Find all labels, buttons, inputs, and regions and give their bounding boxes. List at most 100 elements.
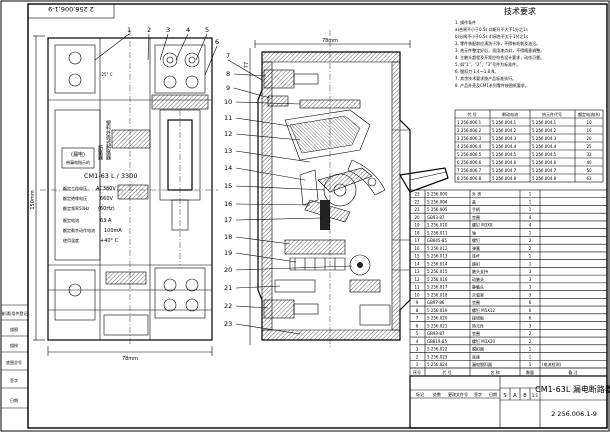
model-label: CM1-63 L / 3300 [84, 172, 137, 180]
bom-cell: 5 256.022 [427, 347, 448, 352]
spec-table-header: 热元件代号 [542, 111, 562, 117]
bom-cell: 1 [529, 230, 532, 235]
spec-table-header: 瞬动电流 [502, 111, 518, 117]
bom-cell: 5 256.018 [427, 292, 448, 297]
spec-table-cell: 5 256.006.5 [457, 152, 482, 157]
callout-number: 7 [226, 52, 230, 60]
bom-cell: 5 256.004 [427, 199, 448, 204]
title-block: S A B 1:1 标记 处数 更改文件号 签字 日期 CM1-63L 漏电断路… [409, 375, 610, 429]
bom-cell: 漏电脱扣器 [472, 361, 492, 367]
tech-req-line: 3. 热元件整定好后，须用漆点封，不得随意调整。 [455, 47, 544, 53]
bom-cell: 5 256.016 [427, 277, 448, 282]
spec-table-cell: 6 256.006.6 [457, 160, 482, 165]
spec-value: (60Hz) [98, 206, 115, 212]
spec-table-cell: 5 256.004.2 [492, 128, 517, 133]
bom-cell: 螺钉 [472, 237, 480, 243]
callout-number: 22 [224, 302, 232, 310]
callout-number: 20 [224, 266, 232, 274]
bom-cell: 1 [529, 192, 532, 197]
bom-cell: 盖 [472, 198, 476, 204]
bom-cell: GB93-87 [427, 215, 445, 220]
bom-cell: 2 [529, 246, 532, 251]
spec-table-cell: 5 256.004.4 [532, 144, 557, 149]
bom-cell: 5 256.015 [427, 269, 448, 274]
title-row-label: 标记 [416, 391, 424, 397]
approval-strip: 借(通)用件登记 描图 描校 底图总号 签字 日期 [0, 304, 28, 409]
bom-cell: 14 [414, 261, 420, 266]
callout-number: 13 [224, 147, 232, 155]
bom-cell: 5 256.019 [427, 308, 448, 313]
bom-cell: 底座 [472, 353, 480, 359]
spec-table-cell: 5 256.004.6 [532, 160, 557, 165]
bom-cell: 5 256.024 [427, 362, 448, 367]
title-row-label: 更改文件号 [448, 391, 468, 397]
bom-cell: 外 壳 [472, 191, 481, 197]
callout-number: 19 [224, 249, 232, 257]
nameplate-sub: (漏电) [71, 151, 85, 158]
bom-cell: GB97-86 [427, 300, 445, 305]
bom-cell: 3 [529, 285, 532, 290]
bom-cell: 螺钉 M3X20 [472, 338, 496, 344]
bom-cell: 螺钉 M5X12 [472, 307, 496, 313]
spec-table-cell: 5 256.004.1 [532, 120, 557, 125]
callout-number: 18 [224, 233, 232, 241]
bom-cell: 20 [414, 215, 420, 220]
bom-cell: 5 256.014 [427, 261, 448, 266]
bom-cell: 6 [529, 308, 532, 313]
title-row-label: 处数 [433, 391, 441, 397]
spec-table-cell: 10 [586, 120, 592, 125]
bom-cell: GB845-85 [427, 238, 447, 243]
bom-cell: 3 [529, 269, 532, 274]
bom-cell: 23 [414, 192, 420, 197]
bom-cell: 2 [416, 354, 419, 359]
bom-header: 数量 [526, 369, 534, 375]
spec-label: 额定频率50Hz [63, 205, 89, 211]
bom-cell: 1 [529, 362, 532, 367]
spec-table-cell: 5 256.004.6 [492, 160, 517, 165]
bom-cell: 6 [529, 316, 532, 321]
rotated-drawing-number-box: 2 256.006.1-9 [27, 3, 115, 19]
tech-requirements: 技术要求 1. 操作条件 a)合闸不小于0.5s c)断开不大于1分之1s b)… [455, 6, 544, 88]
bom-cell: 7 [416, 316, 419, 321]
callout-number: 5 [205, 26, 209, 34]
bom-cell: 5 256.005 [427, 207, 448, 212]
spec-table-cell: 25 [586, 144, 592, 149]
bom-cell: 动触头 [472, 276, 484, 282]
bom-cell: 1 [416, 362, 419, 367]
spec-table-cell: 63 [586, 176, 592, 181]
bom-cell: 13 [414, 269, 420, 274]
spec-table-header: 额定电流(A) [578, 111, 600, 117]
drawing-number: 2 256.006.1-9 [551, 410, 597, 418]
spec-table-cell: 5 256.004.8 [492, 176, 517, 181]
bom-cell: 螺钉 M3X8 [472, 222, 493, 228]
callout-number: 11 [224, 114, 232, 122]
side-label: 断路器 [97, 144, 103, 161]
spec-table-cell: 7 256.006.7 [457, 168, 482, 173]
bom-header: 备 注 [568, 369, 577, 375]
callout-number: 3 [166, 26, 170, 34]
spec-list: 额定工作电压 AC380V 额定绝缘电压 660V 额定频率50Hz (60Hz… [63, 72, 122, 244]
bom-cell: 17 [414, 238, 420, 243]
tech-req-line: 1. 操作条件 [455, 19, 476, 25]
approval-label: 借(通)用件登记 [0, 310, 27, 316]
tech-req-title: 技术要求 [504, 6, 536, 16]
bom-cell: 5 256.010 [427, 223, 448, 228]
bom-cell: 1 [529, 199, 532, 204]
callout-number: 23 [224, 320, 232, 328]
spec-table-cell: 5 256.004.7 [492, 168, 517, 173]
bom-cell: 热元件 [472, 322, 484, 328]
bom-cell: 12 [414, 277, 420, 282]
callout-number: 15 [224, 182, 232, 190]
bom-cell: 5 256.021 [427, 323, 448, 328]
bom-cell: 弹簧 [472, 245, 480, 251]
title-row-label: 日期 [489, 391, 497, 397]
bom-cell: 1 [529, 254, 532, 259]
approval-label: 底图总号 [6, 359, 22, 365]
bom-cell: 2 [529, 331, 532, 336]
title-cell: 1:1 [532, 393, 539, 398]
spec-table-cell: 5 256.004.4 [492, 144, 517, 149]
tech-req-line: 7. 其余技术要求按产品标准执行。 [455, 75, 516, 81]
callout-number: 6 [215, 38, 219, 46]
